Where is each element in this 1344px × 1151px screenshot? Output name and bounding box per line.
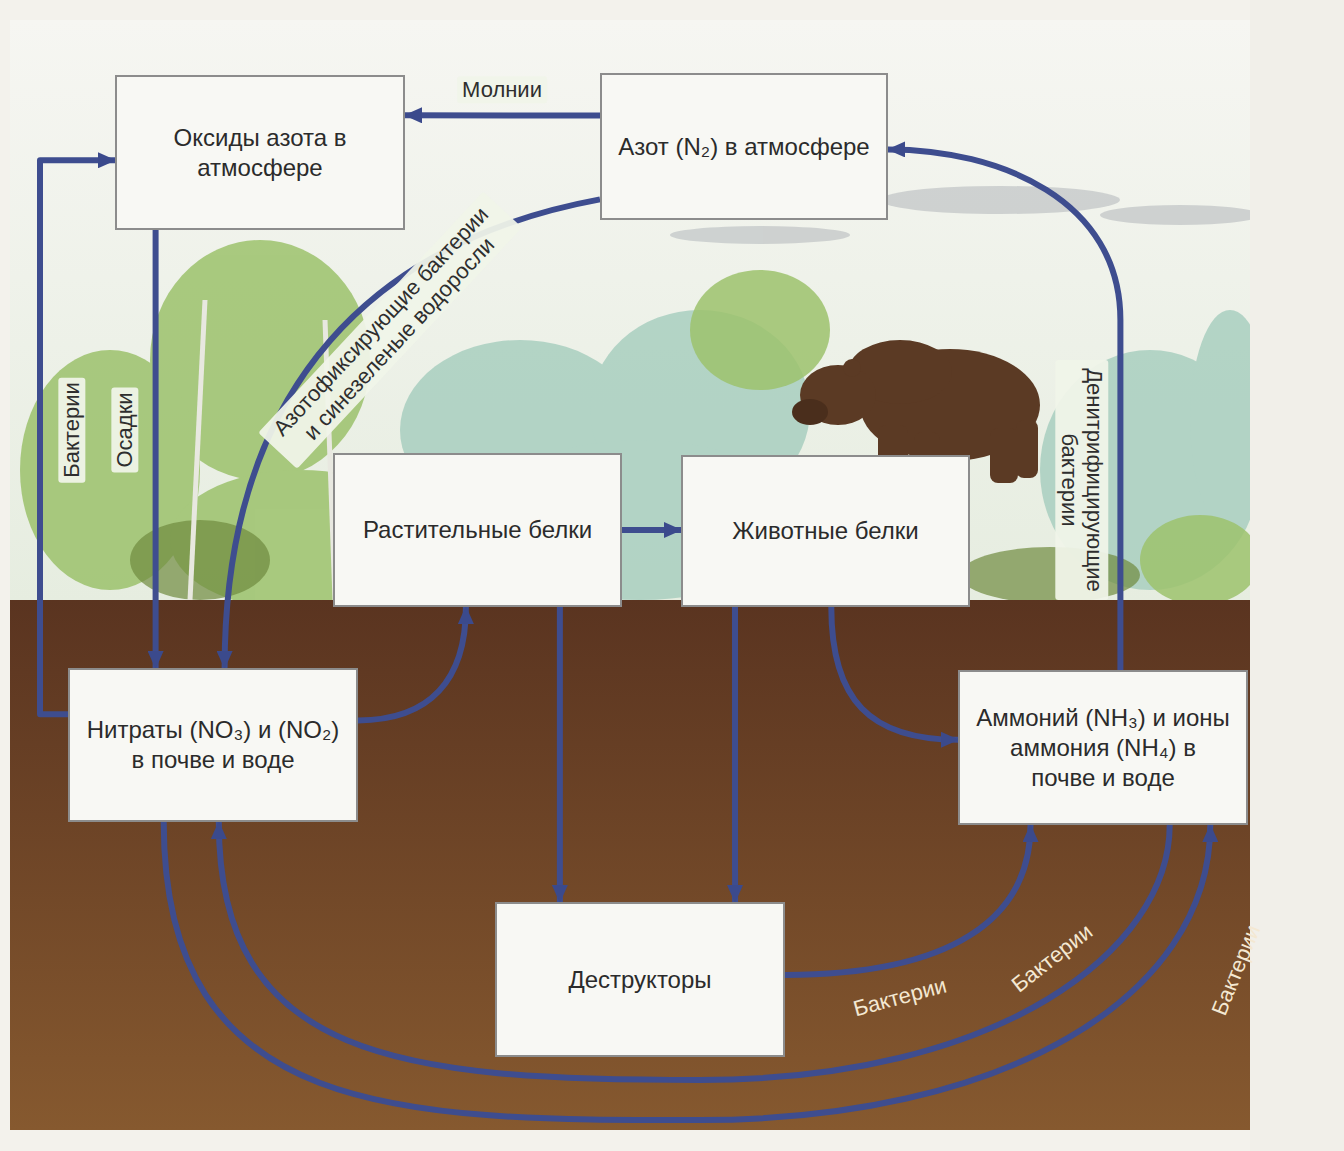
edge-label: Осадки xyxy=(111,387,138,472)
box-text: Нитраты (NO₃) и (NO₂) в почве и воде xyxy=(86,715,340,775)
box-text: Азот (N₂) в атмосфере xyxy=(618,132,869,162)
flow-arrow xyxy=(358,607,466,720)
flow-arrow xyxy=(40,160,115,714)
process-box: Животные белки xyxy=(681,455,970,607)
box-text: Аммоний (NH₃) и ионы аммония (NH₄) в поч… xyxy=(976,703,1230,793)
process-box: Оксиды азота в атмосфере xyxy=(115,75,405,230)
edge-label: Молнии xyxy=(457,76,547,103)
process-box: Аммоний (NH₃) и ионы аммония (NH₄) в поч… xyxy=(958,670,1248,825)
box-text: Оксиды азота в атмосфере xyxy=(133,123,387,183)
flow-arrow xyxy=(831,607,958,740)
flow-arrow xyxy=(405,112,600,118)
flow-arrow xyxy=(219,822,1170,1080)
box-text: Животные белки xyxy=(732,516,918,546)
flow-arrow xyxy=(153,230,159,668)
flow-arrow xyxy=(164,822,1211,1120)
edge-label: Бактерии xyxy=(58,377,85,482)
box-text: Деструкторы xyxy=(568,965,711,995)
edge-label: Денитрифицирующие бактерии xyxy=(1056,360,1109,600)
flow-arrow xyxy=(622,527,681,533)
box-text: Растительные белки xyxy=(363,515,592,545)
process-box: Растительные белки xyxy=(333,453,622,607)
process-box: Азот (N₂) в атмосфере xyxy=(600,73,888,220)
process-box: Деструкторы xyxy=(495,902,785,1057)
flow-arrow xyxy=(732,607,738,902)
process-box: Нитраты (NO₃) и (NO₂) в почве и воде xyxy=(68,668,358,822)
flow-arrow xyxy=(785,825,1031,975)
flow-arrow xyxy=(557,607,563,902)
